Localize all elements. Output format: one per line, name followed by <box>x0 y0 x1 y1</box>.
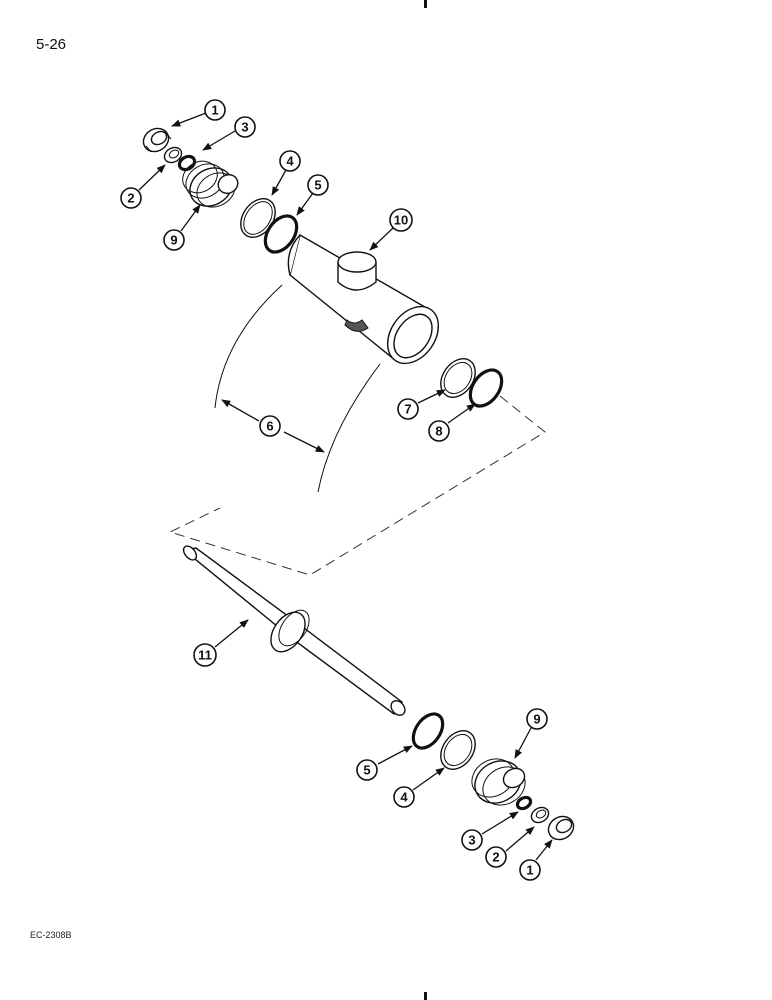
svg-text:6: 6 <box>266 419 273 434</box>
svg-text:9: 9 <box>533 712 540 727</box>
part-9-gland-bottom <box>471 758 526 806</box>
svg-text:3: 3 <box>468 833 475 848</box>
crop-mark-top <box>424 0 427 8</box>
svg-text:2: 2 <box>492 850 499 865</box>
svg-text:5: 5 <box>363 763 370 778</box>
part-4-backup-ring-top <box>240 198 276 238</box>
figure-code: EC-2308B <box>30 930 72 940</box>
part-1-nut-bottom <box>547 815 575 841</box>
svg-text:1: 1 <box>526 863 533 878</box>
callout-3-top: 3 <box>234 116 256 138</box>
part-3-oring-bottom <box>515 795 533 811</box>
callout-7: 7 <box>397 398 419 420</box>
part-6-wire-right <box>317 363 381 493</box>
part-9-gland-top <box>182 160 239 208</box>
callout-2-bottom: 2 <box>485 846 507 868</box>
callout-4-bottom: 4 <box>393 786 415 808</box>
callout-5-bottom: 5 <box>356 759 378 781</box>
leader-lines <box>138 112 553 861</box>
svg-text:4: 4 <box>400 790 408 805</box>
alignment-dashed-line <box>168 395 546 576</box>
part-4-backup-ring-bottom <box>440 730 476 770</box>
callout-1-bottom: 1 <box>519 859 541 881</box>
part-11-piston-rod <box>182 545 406 716</box>
part-5-oring-top <box>263 214 299 254</box>
svg-text:11: 11 <box>198 648 212 663</box>
callout-8: 8 <box>428 420 450 442</box>
callout-10: 10 <box>389 208 413 232</box>
callout-2-top: 2 <box>120 187 142 209</box>
svg-text:4: 4 <box>286 154 294 169</box>
page-number: 5-26 <box>36 36 67 53</box>
part-2-washer-top <box>163 146 183 164</box>
part-7-backup-ring <box>440 358 476 398</box>
callout-11: 11 <box>193 643 217 667</box>
svg-text:7: 7 <box>404 402 411 417</box>
svg-text:9: 9 <box>170 233 177 248</box>
svg-text:1: 1 <box>211 103 218 118</box>
callout-6: 6 <box>259 415 281 437</box>
part-2-washer-bottom <box>530 806 550 824</box>
callout-5-top: 5 <box>307 174 329 196</box>
part-6-wire-left <box>214 284 283 409</box>
callout-1-top: 1 <box>204 99 226 121</box>
part-1-nut-top <box>142 127 172 153</box>
callout-4-top: 4 <box>279 150 301 172</box>
svg-text:5: 5 <box>314 178 321 193</box>
svg-text:10: 10 <box>394 213 408 228</box>
callout-9-top: 9 <box>163 229 185 251</box>
crop-mark-bottom <box>424 992 427 1000</box>
svg-text:3: 3 <box>241 120 248 135</box>
part-5-oring-bottom <box>411 712 445 750</box>
part-10-barrel <box>287 233 440 365</box>
svg-text:2: 2 <box>127 191 134 206</box>
callout-3-bottom: 3 <box>461 829 483 851</box>
callout-9-bottom: 9 <box>526 708 548 730</box>
svg-text:8: 8 <box>435 424 442 439</box>
part-3-oring-top <box>177 154 197 172</box>
